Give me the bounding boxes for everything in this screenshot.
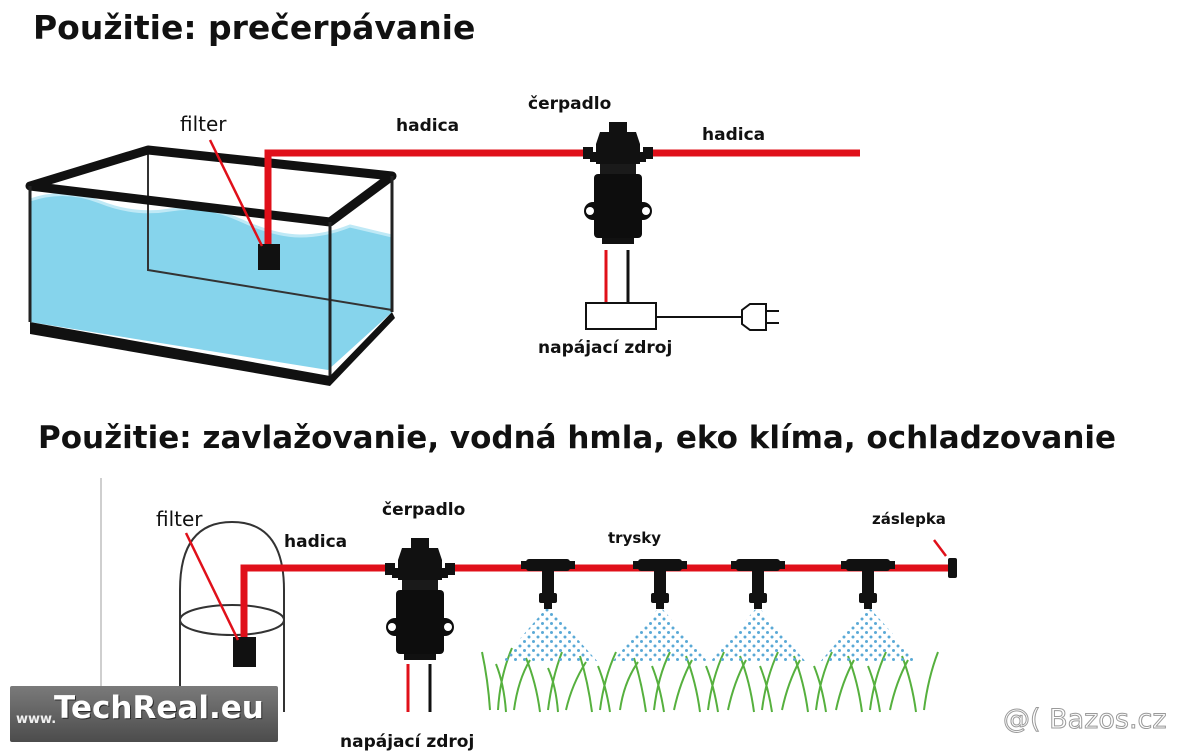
- bazos-watermark: @( Bazos.cz: [1003, 704, 1168, 736]
- bottom-hose-label: hadica: [284, 532, 347, 552]
- bottom-filter: [233, 637, 256, 667]
- tank: [25, 145, 397, 386]
- techreal-brand: TechReal.eu: [54, 690, 264, 726]
- nozzles-label: trysky: [608, 529, 661, 547]
- top-hose-left-label: hadica: [396, 116, 459, 136]
- top-power-label: napájací zdroj: [538, 338, 672, 358]
- bottom-power-label: napájací zdroj: [340, 732, 474, 752]
- nozzle-1: [521, 559, 575, 609]
- bottom-hose: [240, 564, 390, 640]
- techreal-watermark: www. TechReal.eu: [10, 686, 278, 742]
- techreal-prefix: www.: [16, 712, 57, 727]
- top-pump: [584, 122, 652, 244]
- top-hose-left: [264, 149, 588, 248]
- plug-icon: [741, 303, 779, 331]
- top-pump-label: čerpadlo: [528, 94, 611, 114]
- end-cap-pointer: [933, 539, 947, 557]
- bottom-pump: [386, 538, 454, 660]
- tank-water: [30, 194, 392, 370]
- bucket: [179, 520, 285, 712]
- bottom-pump-label: čerpadlo: [382, 500, 465, 520]
- top-hose-right-label: hadica: [702, 125, 765, 145]
- bottom-filter-pointer: [184, 532, 240, 641]
- bottom-filter-label: filter: [156, 507, 203, 531]
- nozzle-4: [841, 559, 895, 609]
- nozzle-3: [731, 559, 785, 609]
- top-filter-pointer: [208, 139, 264, 247]
- top-power-supply: [585, 302, 657, 330]
- title-bottom: Použitie: zavlažovanie, vodná hmla, eko …: [38, 420, 1117, 456]
- top-filter-label: filter: [180, 112, 227, 136]
- top-filter: [258, 244, 280, 270]
- end-cap: [948, 558, 957, 578]
- spray-cones: [500, 606, 918, 662]
- grass: [481, 647, 939, 713]
- title-top: Použitie: prečerpávanie: [33, 8, 476, 47]
- end-cap-label: záslepka: [872, 510, 946, 528]
- nozzle-2: [633, 559, 687, 609]
